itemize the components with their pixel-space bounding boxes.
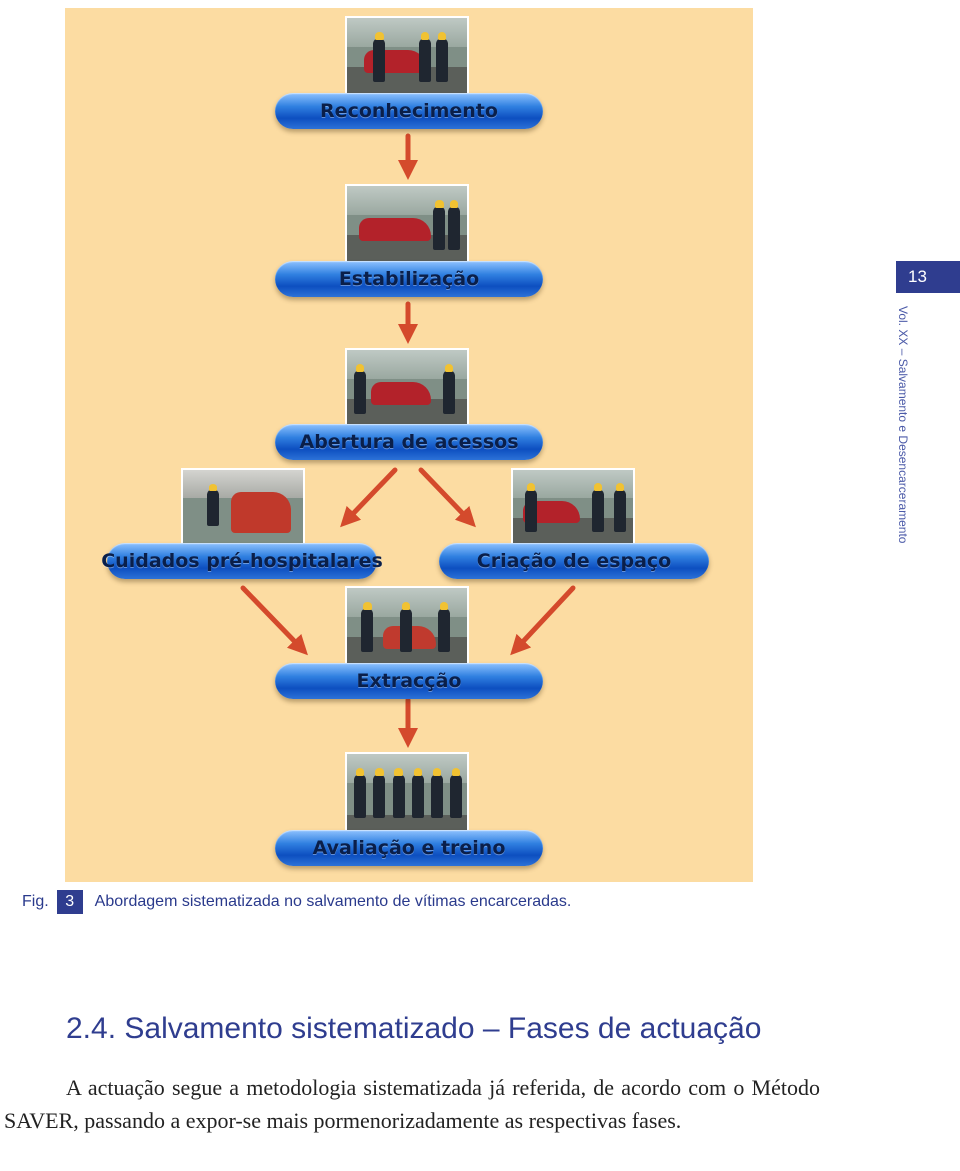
photo-avaliacao (345, 752, 469, 832)
step-cuidados: Cuidados pré-hospitalares (101, 543, 383, 579)
photo-extraccao (345, 586, 469, 666)
photo-cuidados (181, 468, 305, 546)
arrow-abertura-cuidados (340, 467, 398, 528)
photo-estabilizacao (345, 184, 469, 264)
step-criacao: Criação de espaço (439, 543, 709, 579)
step-avaliacao: Avaliação e treino (275, 830, 543, 866)
figure-number-badge: 3 (56, 890, 83, 914)
flow-arrows (240, 133, 576, 748)
running-head: Vol. XX – Salvamento e Desencarceramento (896, 306, 910, 544)
figure-label: Fig. (22, 893, 49, 910)
flowchart-figure: Reconhecimento Estabilização Abertura de… (65, 8, 753, 882)
arrow-cuidados-extraccao (240, 585, 308, 656)
photo-reconhecimento (345, 16, 469, 96)
arrow-abertura-criacao (418, 467, 476, 528)
body-paragraph: A actuação segue a metodologia sistemati… (4, 1075, 820, 1133)
section-heading: 2.4. Salvamento sistematizado – Fases de… (66, 1012, 762, 1045)
step-label: Estabilização (338, 268, 480, 290)
step-abertura: Abertura de acessos (275, 424, 543, 460)
step-label: Cuidados pré-hospitalares (101, 550, 383, 572)
arrow-criacao-extraccao (510, 585, 576, 656)
step-label: Abertura de acessos (299, 431, 519, 453)
photo-abertura (345, 348, 469, 428)
step-label: Avaliação e treino (312, 837, 506, 859)
step-label: Extracção (356, 670, 462, 692)
caption-text: Abordagem sistematizada no salvamento de… (94, 893, 572, 910)
step-estabilizacao: Estabilização (275, 261, 543, 297)
step-label: Criação de espaço (476, 550, 672, 572)
page-number: 13 (896, 261, 960, 293)
figure-caption: Fig. 3 Abordagem sistematizada no salvam… (22, 890, 571, 914)
photo-criacao (511, 468, 635, 546)
step-extraccao: Extracção (275, 663, 543, 699)
step-reconhecimento: Reconhecimento (275, 93, 543, 129)
step-label: Reconhecimento (320, 100, 498, 122)
